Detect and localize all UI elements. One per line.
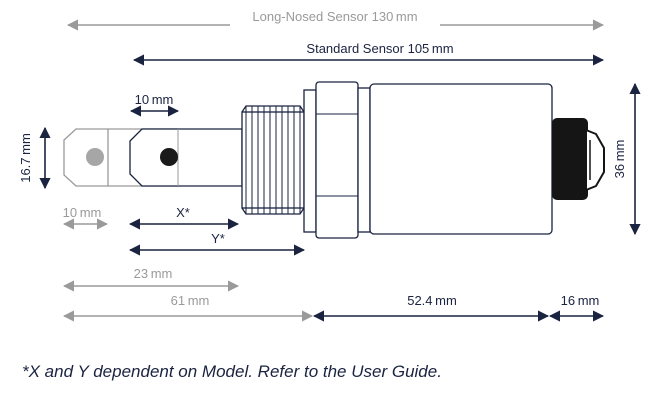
standard-nose-tip-outline: [129, 128, 243, 187]
thread-section: [241, 105, 305, 215]
long-nose-61-label: 61 mm: [171, 293, 210, 308]
cable-connector: [552, 118, 605, 200]
connector-length-label: 16 mm: [561, 293, 600, 308]
body-diameter-label: 36 mm: [612, 140, 627, 179]
hex-nut: [303, 81, 371, 239]
y-dimension-label: Y*: [211, 231, 225, 246]
long-nose-tip-label: 10 mm: [63, 205, 102, 220]
sensor-main-body: [369, 83, 553, 235]
long-nose-sensing-dot: [86, 148, 104, 166]
x-dimension-label: X*: [176, 205, 190, 220]
standard-sensing-dot: [160, 148, 178, 166]
body-length-label: 52.4 mm: [407, 293, 457, 308]
long-nose-23-label: 23 mm: [134, 266, 173, 281]
standard-sensor-label: Standard Sensor 105 mm: [306, 41, 453, 56]
small-diameter-label: 16.7 mm: [18, 133, 33, 183]
model-footnote: *X and Y dependent on Model. Refer to th…: [22, 362, 442, 381]
nose-tip-length-label: 10 mm: [135, 92, 174, 107]
long-nosed-sensor-label: Long-Nosed Sensor 130 mm: [252, 9, 417, 24]
